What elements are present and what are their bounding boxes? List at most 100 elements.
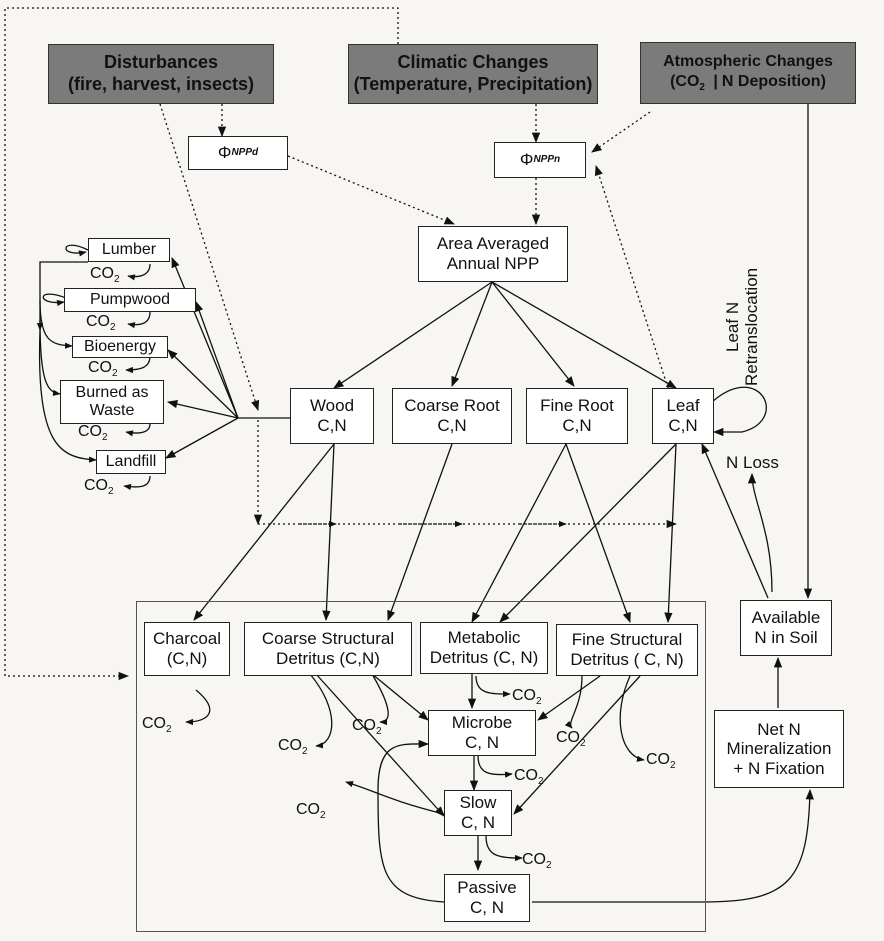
co2-label: CO2	[84, 477, 114, 498]
cascade-burned	[39, 319, 61, 396]
co2-label: CO2	[90, 265, 120, 286]
leaf-n-retranslocation-label: Leaf N Retranslocation	[723, 267, 761, 386]
coarse-co2-a	[309, 673, 333, 749]
leaf-cn: C,N	[668, 416, 698, 435]
availn-to-leaf	[701, 443, 769, 599]
fineroot-to-finestruct	[565, 443, 631, 623]
co2-label: CO2	[522, 851, 552, 872]
phid-to-npp	[287, 155, 455, 225]
phi-n-sub: NPPn	[533, 154, 561, 166]
fine-structural-box: Fine Structural Detritus ( C, N)	[556, 624, 698, 676]
leaf-pool: Leaf C,N	[652, 388, 714, 444]
leaf-to-phin	[594, 165, 669, 389]
leaf-label: Leaf	[666, 396, 700, 416]
metabolic-line1: Metabolic	[447, 628, 521, 648]
co2-label: CO2	[78, 423, 108, 444]
to-pumpwood	[195, 301, 239, 419]
lumber-co2-curl	[127, 263, 151, 281]
charcoal-box: Charcoal (C,N)	[144, 622, 230, 676]
mineralization-box: Net N Mineralization + N Fixation	[714, 710, 844, 788]
co2-label: CO2	[512, 687, 542, 708]
atm-ndep: N Deposition)	[721, 72, 826, 90]
passive-cn: C, N	[470, 898, 504, 917]
atmospheric-title: Atmospheric Changes	[663, 53, 833, 71]
to-landfill	[165, 417, 239, 459]
npp-line2: Annual NPP	[446, 254, 540, 273]
coarse-to-microbe	[371, 673, 429, 721]
atm-co2-sub: 2	[699, 81, 705, 93]
npp-line1: Area Averaged	[436, 234, 550, 254]
fine-co2-b	[619, 675, 645, 762]
mineral-line2: Mineralization	[726, 739, 832, 759]
co2-label: CO2	[86, 313, 116, 334]
pump-self-loop	[42, 293, 67, 307]
coarse-to-slow	[315, 673, 445, 817]
to-bioenergy	[167, 349, 239, 419]
co2-label: CO2	[278, 737, 308, 758]
coarseroot-to-coarsestruct	[387, 443, 453, 621]
pumpwood-box: Pumpwood	[64, 288, 196, 312]
coarse-root-label: Coarse Root	[404, 396, 500, 416]
climatic-title: Climatic Changes	[397, 52, 549, 73]
available-n-line2: N in Soil	[754, 628, 818, 647]
passive-to-mineral	[532, 788, 814, 903]
burn-co2-curl	[125, 423, 151, 437]
disturbances-box: Disturbances (fire, harvest, insects)	[48, 44, 274, 104]
coarse-root-cn: C,N	[437, 416, 467, 435]
cascade-landfill	[38, 329, 97, 463]
availn-to-nloss	[747, 472, 773, 593]
available-n-line1: Available	[751, 608, 821, 628]
coarse-structural-box: Coarse Structural Detritus (C,N)	[244, 622, 412, 676]
npp-to-leaf	[491, 281, 677, 389]
wood-to-charcoal	[193, 443, 335, 621]
landfill-label: Landfill	[105, 452, 157, 470]
disturbances-subtitle: (fire, harvest, insects)	[67, 74, 255, 94]
coarse-co2-b	[371, 673, 389, 726]
land-co2-curl	[123, 475, 151, 491]
leaf-to-finestruct	[664, 443, 677, 624]
fine-root-label: Fine Root	[540, 396, 614, 416]
fine-root-pool: Fine Root C,N	[526, 388, 628, 444]
charcoal-co2	[185, 689, 211, 726]
charcoal-cn: (C,N)	[166, 649, 208, 668]
wood-label: Wood	[309, 396, 355, 416]
lumber-label: Lumber	[101, 240, 157, 258]
to-burned	[166, 400, 239, 419]
meta-co2	[475, 675, 511, 698]
fine-to-slow	[513, 675, 641, 815]
wood-to-coarsestruct	[322, 443, 335, 622]
pumpwood-label: Pumpwood	[89, 290, 171, 308]
slow-cn: C, N	[461, 813, 495, 832]
slow-box: Slow C, N	[444, 790, 512, 836]
available-n-box: Available N in Soil	[740, 600, 832, 656]
retrans-line2: Retranslocation	[741, 267, 761, 386]
burned-waste-box: Burned as Waste	[60, 380, 164, 424]
charcoal-label: Charcoal	[152, 629, 222, 649]
disturbances-title: Disturbances	[103, 52, 219, 73]
fine-to-microbe	[537, 675, 601, 721]
microbe-cn: C, N	[465, 733, 499, 752]
climatic-box: Climatic Changes (Temperature, Precipita…	[348, 44, 598, 104]
phi-n-symbol: Φ	[519, 150, 534, 170]
retrans-loop	[711, 386, 767, 437]
microbe-label: Microbe	[451, 713, 513, 733]
co2-label: CO2	[296, 801, 326, 822]
passive-to-microbe	[377, 739, 445, 903]
co2-label: CO2	[556, 729, 586, 750]
lumber-self-loop	[65, 244, 89, 257]
bio-co2-curl	[125, 355, 151, 374]
co2-label: CO2	[352, 717, 382, 738]
phi-d-symbol: Φ	[217, 143, 232, 163]
fine-struct-line2: Detritus ( C, N)	[570, 650, 684, 669]
fine-root-cn: C,N	[562, 416, 592, 435]
mineral-line3: + N Fixation	[733, 758, 825, 778]
phi-d-sub: NPPd	[231, 147, 259, 159]
burned-line1: Burned as	[75, 383, 149, 401]
coarse-struct-line1: Coarse Structural	[261, 629, 395, 649]
lumber-box: Lumber	[88, 238, 170, 262]
burned-line2: Waste	[89, 402, 135, 419]
co2-label: CO2	[646, 751, 676, 772]
